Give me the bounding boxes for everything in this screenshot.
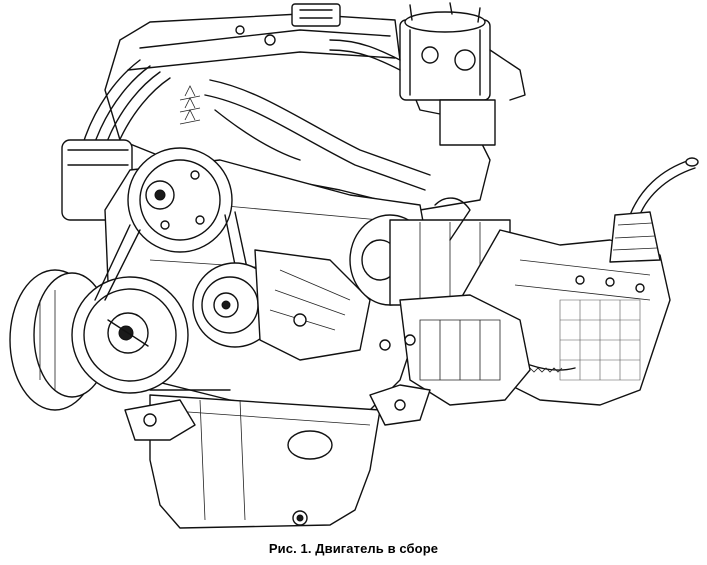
carburettor (399, 2, 526, 146)
crankshaft-pulley (71, 276, 189, 394)
clutch-housing (379, 294, 531, 406)
figure-caption: Рис. 1. Двигатель в сборе (268, 541, 439, 556)
gear-shift-lever (609, 157, 699, 263)
coolant-hoses (204, 39, 431, 191)
engine-assembly-illustration (9, 2, 699, 529)
oil-sump (149, 394, 381, 529)
alternator (192, 249, 371, 361)
engine-mount (369, 384, 431, 426)
oil-pump-bracket (124, 399, 196, 441)
water-pump-pulley (127, 147, 233, 253)
